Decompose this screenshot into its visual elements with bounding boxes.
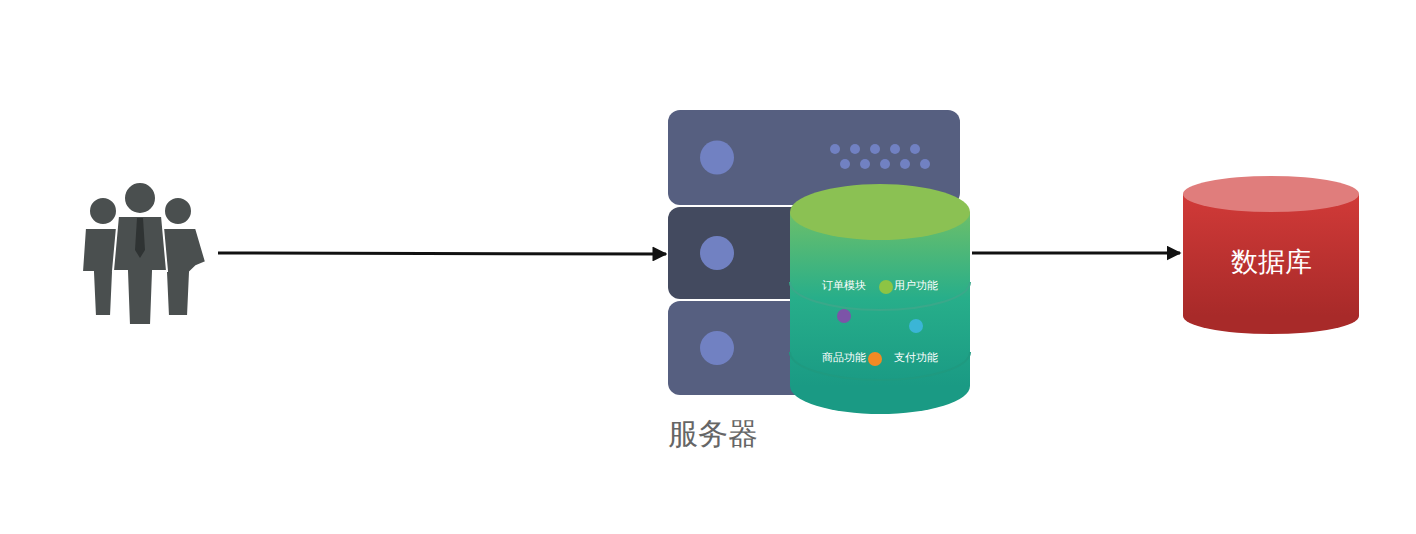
module-label: 支付功能 <box>894 350 938 365</box>
flow-arrow <box>972 252 1180 255</box>
server-label: 服务器 <box>668 414 758 455</box>
module-label: 商品功能 <box>822 350 866 365</box>
server-node: 订单模块 用户功能商品功能 支付功能服务器 <box>668 108 972 460</box>
module-label: 用户功能 <box>894 278 938 293</box>
module-label: 订单模块 <box>822 278 866 293</box>
users-icon <box>82 182 206 325</box>
database-label: 数据库 <box>1182 244 1360 280</box>
request-arrow <box>218 253 666 254</box>
database-cylinder: 数据库 <box>1182 174 1360 336</box>
